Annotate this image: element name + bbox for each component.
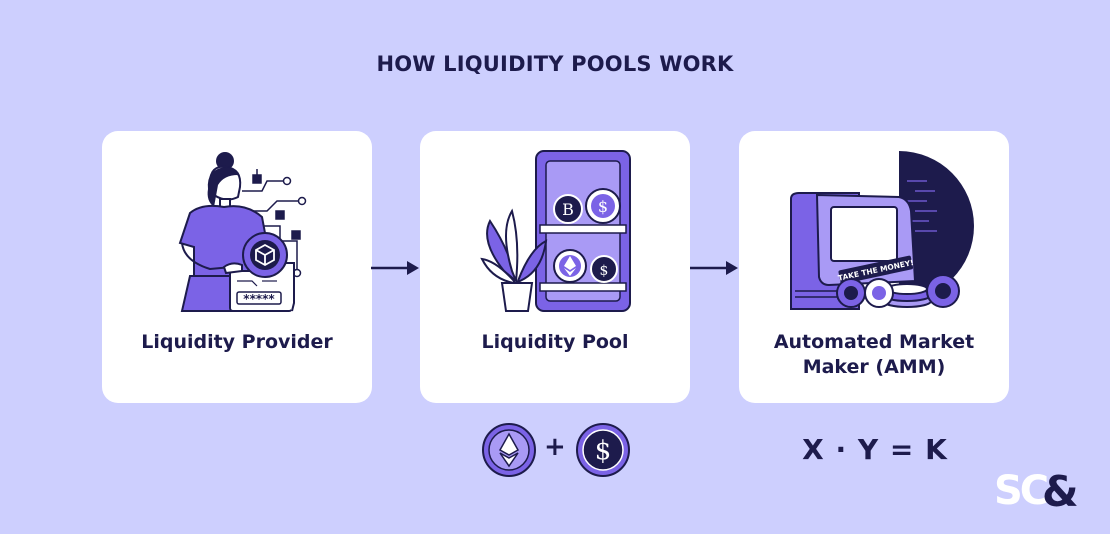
liquidity-pool-illustration: B $ $ (480, 150, 631, 312)
page-title: HOW LIQUIDITY POOLS WORK (376, 52, 734, 76)
card-liquidity-provider: ***** Liquidity Provider (102, 131, 372, 403)
plus-sign: + (544, 432, 566, 462)
liquidity-provider-illustration: ***** (178, 152, 307, 312)
dollar-coin-icon (590, 255, 618, 283)
svg-text:SC: SC (994, 468, 1047, 514)
step-label-liquidity-provider: Liquidity Provider (141, 331, 333, 353)
dollar-symbol-top: $ (598, 197, 608, 216)
card-amm: TAKE THE MONEY! Automated Market Maker (… (739, 131, 1009, 403)
dollar-token-icon: $ (576, 423, 630, 477)
arrow-right-icon (690, 261, 738, 275)
bitcoin-coin-icon (553, 194, 583, 224)
ethereum-token-icon (482, 423, 536, 477)
step-label-liquidity-pool: Liquidity Pool (481, 331, 629, 353)
plant-icon (480, 208, 548, 312)
amm-formula: X · Y = K (802, 433, 948, 466)
password-field-mask: ***** (243, 292, 275, 306)
card-liquidity-pool: B $ $ Liquidity Pool (420, 131, 690, 403)
atm-illustration: TAKE THE MONEY! (790, 151, 974, 310)
dollar-symbol-bottom: $ (600, 263, 609, 279)
sc-logo: SC & (994, 467, 1079, 514)
svg-text:&: & (1042, 467, 1079, 514)
arrow-right-icon (371, 261, 419, 275)
step-label-amm: Automated Market Maker (AMM) (773, 331, 975, 378)
dollar-token-symbol: $ (595, 436, 612, 466)
pool-token-pair: + $ (481, 422, 631, 480)
bitcoin-symbol: B (562, 200, 574, 219)
